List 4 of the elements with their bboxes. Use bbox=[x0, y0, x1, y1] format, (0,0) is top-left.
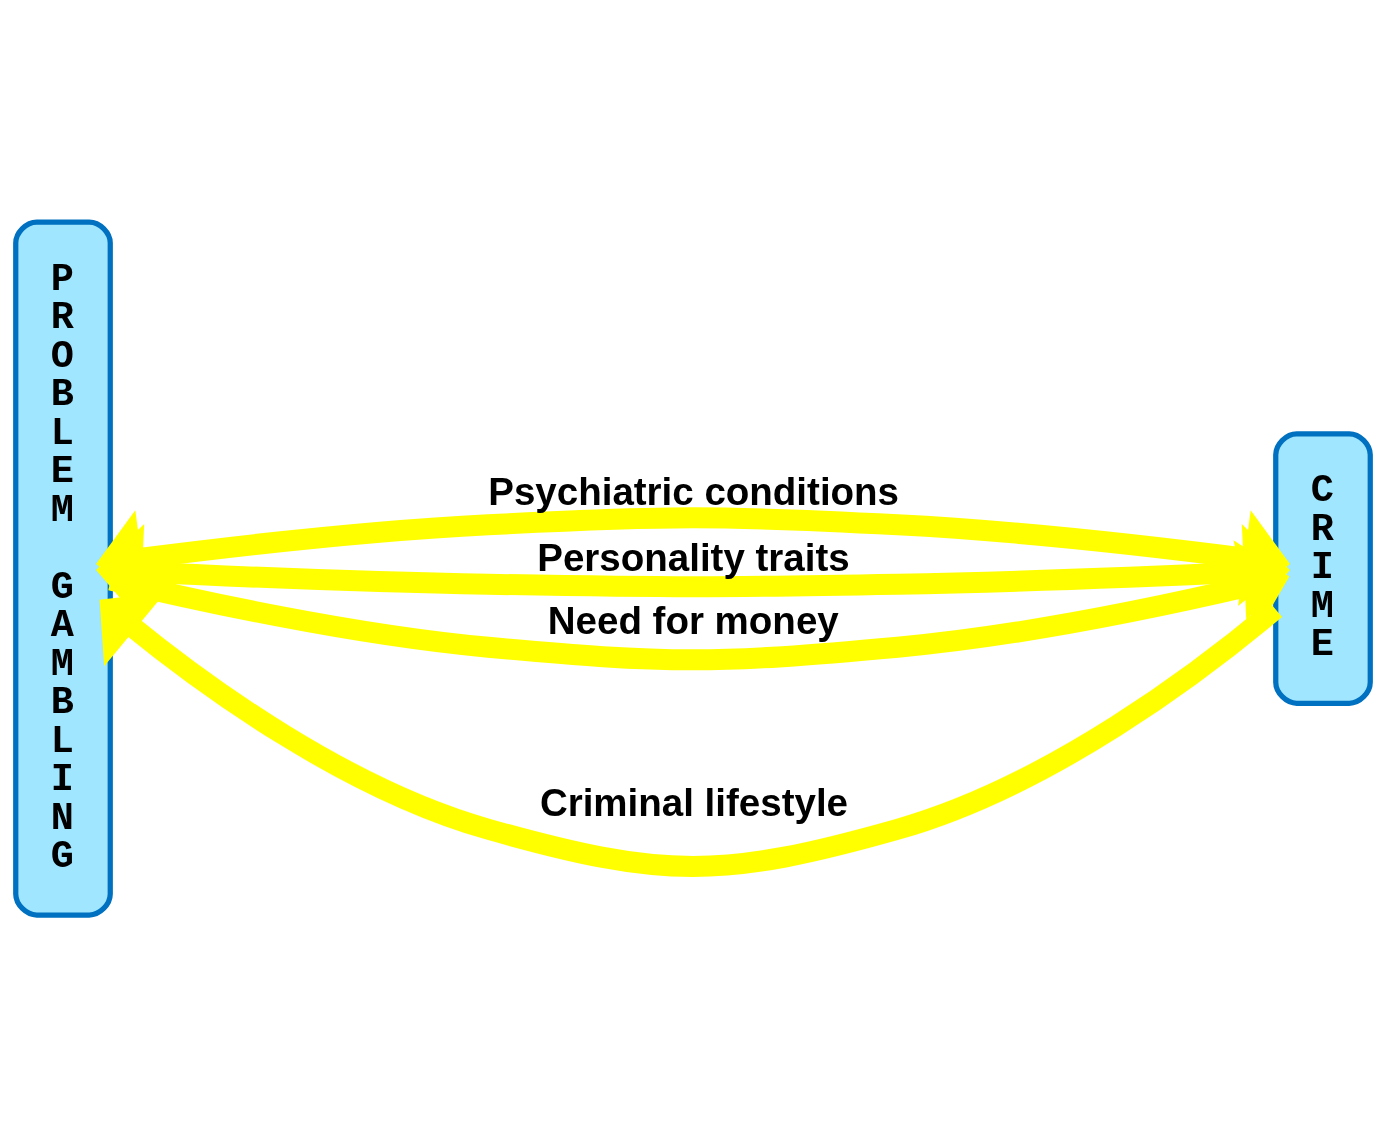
edge-label: Need for money bbox=[547, 598, 839, 642]
edge-label: Psychiatric conditions bbox=[488, 469, 900, 513]
edge-label: Criminal lifestyle bbox=[539, 780, 848, 824]
edge-label: Personality traits bbox=[537, 535, 850, 579]
